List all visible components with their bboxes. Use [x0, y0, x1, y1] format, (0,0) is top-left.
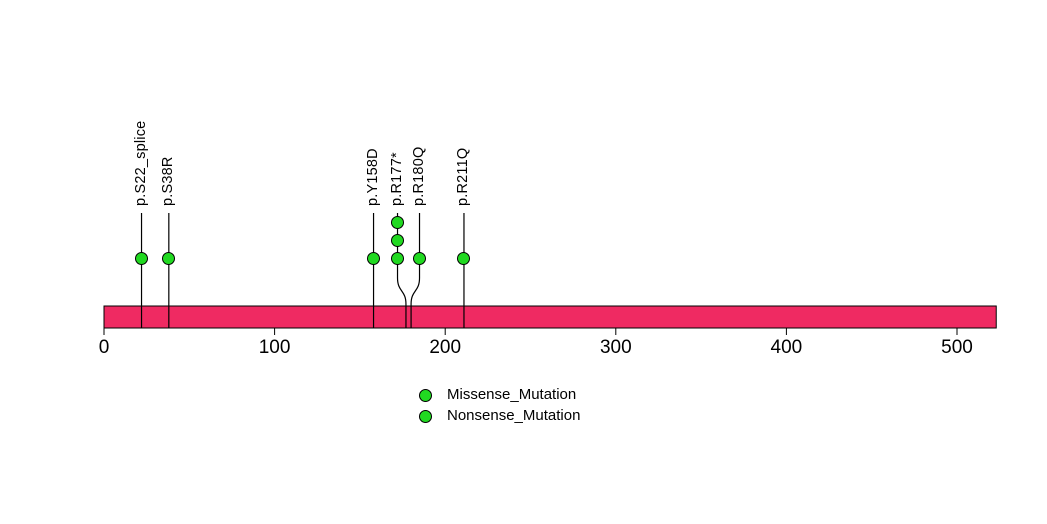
axis-tick-label: 200	[429, 337, 462, 358]
protein-bar	[103, 305, 997, 329]
axis-tick-label: 300	[599, 337, 632, 358]
mutation-circle	[391, 251, 405, 265]
mutation-stem	[410, 213, 421, 328]
mutation-circle	[367, 251, 381, 265]
mutation-circle	[413, 251, 427, 265]
axis-tick-label: 100	[258, 337, 291, 358]
mutation-label: p.S22_splice	[133, 120, 150, 206]
mutation-label: p.R180Q	[411, 146, 428, 206]
legend-item-label: Missense_Mutation	[447, 386, 577, 403]
legend-swatch	[418, 409, 432, 423]
legend-swatch	[418, 388, 432, 402]
mutation-circle	[391, 233, 405, 247]
mutation-circle	[457, 251, 471, 265]
axis-tick-label: 400	[770, 337, 803, 358]
mutation-label: p.S38R	[160, 156, 177, 206]
mutation-label: p.Y158D	[365, 148, 382, 206]
mutation-circle	[135, 251, 149, 265]
axis-tick-label: 0	[98, 337, 110, 358]
mutation-label: p.R177*	[389, 152, 406, 206]
mutation-label: p.R211Q	[455, 147, 472, 206]
axis-tick-label: 500	[941, 337, 973, 358]
mutation-circle	[162, 251, 176, 265]
legend-item-label: Nonsense_Mutation	[447, 407, 581, 424]
mutation-circle	[391, 215, 405, 229]
mutation-stem	[396, 213, 407, 328]
